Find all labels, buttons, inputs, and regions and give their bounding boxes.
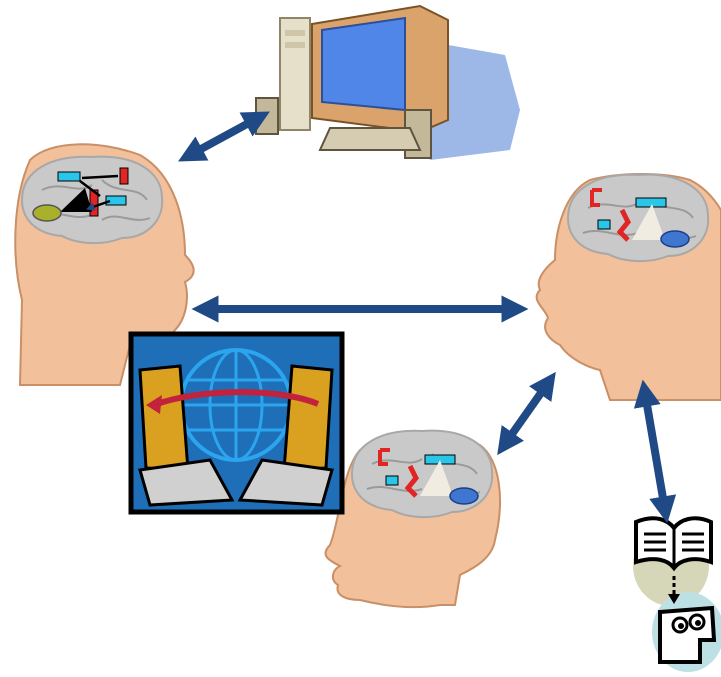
head-bottom: [324, 429, 501, 609]
concept-map-copy: [590, 188, 690, 248]
concept-node: [385, 475, 399, 486]
concept-node: [378, 448, 390, 466]
book-to-reader-arrowhead: [668, 594, 680, 604]
keyboard-icon: [318, 127, 422, 151]
concept-triangle: [420, 460, 453, 496]
concept-node: [590, 188, 602, 207]
concept-map-copy: [378, 448, 479, 505]
tower-drive-bay: [285, 30, 305, 36]
concept-ellipse: [660, 230, 690, 248]
book-text-lines: [644, 532, 704, 552]
connection-arrows: [178, 111, 677, 524]
networked-computers-globe-icon: [128, 331, 345, 515]
concept-node: [119, 167, 129, 185]
laptop-left-screen: [138, 364, 190, 472]
laptop-right-keyboard: [237, 458, 334, 507]
arrow-head-left-to-computer: [178, 111, 270, 162]
network-arrow: [152, 389, 320, 408]
concept-map-source: [32, 167, 129, 222]
book-and-reader-icon: [633, 516, 721, 672]
concept-ellipse: [32, 204, 62, 222]
reader-pupil: [678, 623, 684, 629]
concept-node: [616, 208, 631, 242]
concept-node: [57, 171, 81, 182]
concept-ellipse: [449, 487, 479, 505]
concept-node: [635, 197, 667, 208]
concept-node: [404, 464, 419, 498]
brain-bottom: [351, 429, 494, 519]
speaker-left-icon: [255, 97, 279, 135]
tower-drive-bay: [285, 42, 305, 48]
desktop-computer-icon: [255, 4, 520, 160]
concept-node: [105, 195, 127, 206]
head-left: [14, 143, 195, 386]
laptop-left-keyboard: [138, 458, 235, 507]
concept-triangle: [632, 204, 665, 240]
tower-case: [279, 17, 311, 131]
concept-links: [79, 174, 119, 208]
laptop-right-screen: [282, 364, 334, 472]
network-arrowhead: [146, 395, 162, 414]
reader-pupil: [695, 620, 701, 626]
arrow-head-right-to-book: [633, 379, 677, 524]
concept-node: [597, 219, 611, 230]
head-right: [535, 173, 721, 401]
brain-right: [567, 173, 710, 263]
arrow-head-right-to-head-bottom: [497, 371, 556, 456]
monitor-screen: [321, 16, 406, 112]
